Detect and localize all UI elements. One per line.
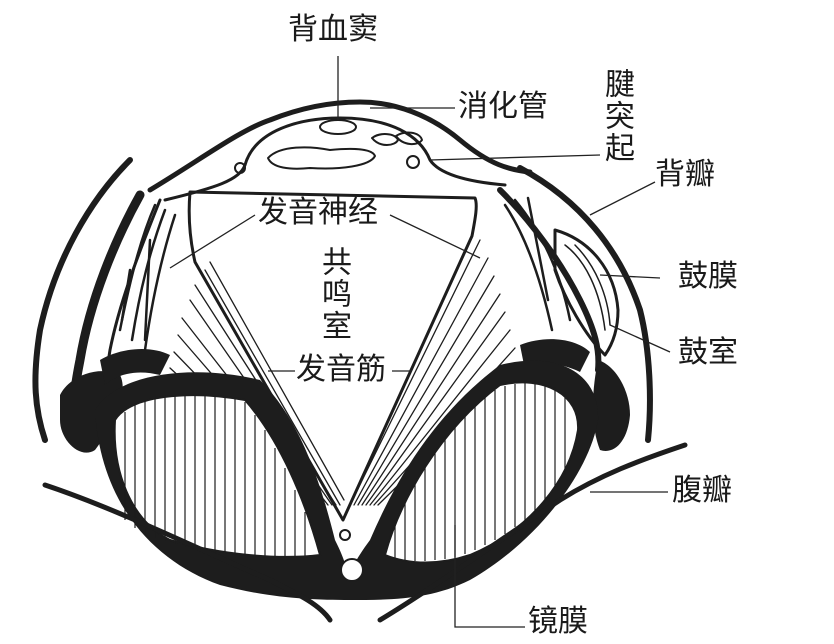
label-apodeme: 腱突起 [601,68,631,164]
label-dorsal-flap: 背瓣 [655,160,715,190]
label-resonance-chamber: 共鸣室 [318,246,348,342]
leader-tympanic-chamber [610,325,670,352]
digestive-tube-shape-1 [268,147,375,168]
apodeme-small-circle [340,530,350,540]
label-sound-muscle: 发音筋 [296,355,386,385]
label-digestive-tube: 消化管 [458,92,548,122]
digestive-tube-shape-2 [372,134,398,145]
label-tympanum: 鼓膜 [678,262,738,292]
leader-dorsal-flap [590,182,655,215]
label-dorsal-sinus: 背血窦 [288,15,378,45]
leader-sound-nerve-right [390,215,480,258]
label-tympanic-chamber: 鼓室 [678,338,738,368]
dorsal-sinus-vessel [320,120,356,134]
apodeme-large-circle [341,559,363,581]
leader-sound-nerve-left [170,215,255,268]
right-tympanic-dark-mass [593,360,630,451]
digestive-tube-shape-4 [407,156,419,168]
label-sound-nerve: 发音神经 [258,198,378,228]
label-mirror-membrane: 镜膜 [528,607,588,637]
leader-apodeme [430,155,600,160]
label-ventral-flap: 腹瓣 [672,476,732,506]
